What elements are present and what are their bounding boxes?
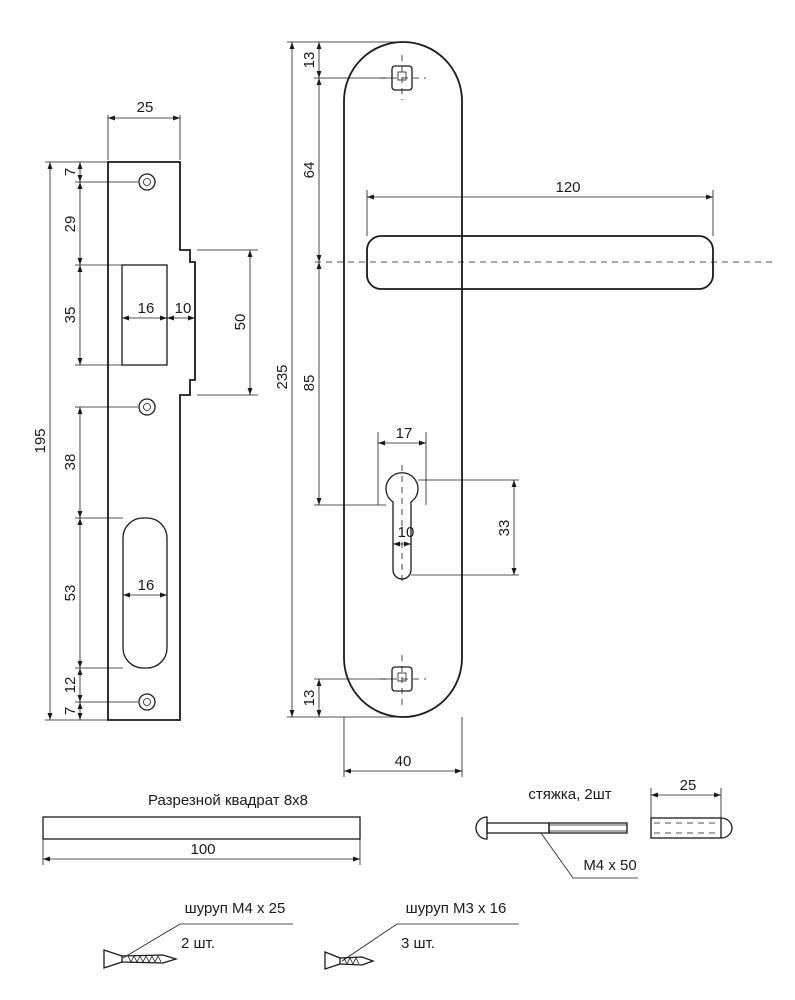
screw-2-leader: [341, 923, 519, 962]
screw-hole-top: [138, 173, 156, 191]
screw-hole-middle: [138, 398, 156, 416]
dim-plate-bottom-screw: 13: [301, 690, 318, 707]
spindle-bar: [42, 816, 361, 840]
dim-strike-total-height: 195: [32, 428, 49, 453]
dim-strike-top-hole: 7: [62, 168, 79, 176]
dim-plate-cylinder-width: 17: [396, 425, 413, 442]
screw-m3x16: шуруп М3 х 16 3 шт.: [324, 900, 519, 970]
thread-leader: [540, 832, 638, 879]
dim-strike-bolt-width: 16: [138, 577, 155, 594]
handle-plate: 235 13 64 120 85 17 10 33 13 40: [274, 41, 772, 777]
spindle-length: 100: [190, 841, 215, 858]
dim-plate-total-height: 235: [274, 364, 291, 389]
dim-strike-bolt-to-hole: 12: [62, 677, 79, 694]
dim-strike-latch-width: 16: [138, 300, 155, 317]
lever-handle: [366, 235, 714, 290]
bolt-thread: [548, 822, 628, 834]
screw-1-qty: 2 шт.: [181, 935, 215, 952]
screw-2-qty: 3 шт.: [401, 935, 435, 952]
dim-plate-cylinder-slot: 10: [398, 524, 415, 541]
strike-plate: 25 195 7 29 35 38 53 12 7 16 10 50 16: [32, 99, 258, 721]
dim-strike-latch-height: 35: [62, 307, 79, 324]
spindle: Разрезной квадрат 8х8 100: [42, 792, 361, 865]
tie-bolt-thread: М4 х 50: [583, 857, 636, 874]
screw-m4x25: шуруп М4 х 25 2 шт.: [103, 900, 293, 969]
sleeve-head: [720, 817, 733, 839]
tie-bolt: стяжка, 2шт М4 х 50 25: [475, 777, 733, 879]
screw-hole-bottom: [138, 693, 156, 711]
dim-strike-lip-height: 50: [232, 314, 249, 331]
sleeve-length: 25: [680, 777, 697, 794]
screw-2-label: шуруп М3 х 16: [406, 900, 507, 917]
screw-1-label: шуруп М4 х 25: [185, 900, 286, 917]
dim-strike-mid-gap: 38: [62, 454, 79, 471]
dim-strike-to-latch: 29: [62, 216, 79, 233]
bolt-shank: [486, 822, 550, 834]
dim-strike-bottom-hole: 7: [62, 707, 79, 715]
latch-window: [121, 264, 168, 366]
dim-plate-cylinder-height: 33: [496, 520, 513, 537]
dim-plate-handle-to-cylinder: 85: [301, 375, 318, 392]
escutcheon-plate: [343, 41, 463, 718]
tie-bolt-label: стяжка, 2шт: [528, 786, 611, 803]
dim-plate-top-screw: 13: [301, 52, 318, 69]
dim-plate-handle-length: 120: [555, 179, 580, 196]
screw-1-leader: [122, 923, 293, 959]
spindle-label: Разрезной квадрат 8х8: [148, 792, 308, 809]
dim-strike-bolt-height: 53: [62, 585, 79, 602]
dim-plate-width: 40: [395, 753, 412, 770]
dim-strike-lip: 10: [175, 300, 192, 317]
dim-strike-width: 25: [137, 99, 154, 116]
bolt-sleeve: [650, 817, 722, 839]
dim-plate-screw-to-handle: 64: [301, 162, 318, 179]
bolt-head: [475, 816, 488, 840]
cylinder-cutout: [385, 472, 419, 580]
